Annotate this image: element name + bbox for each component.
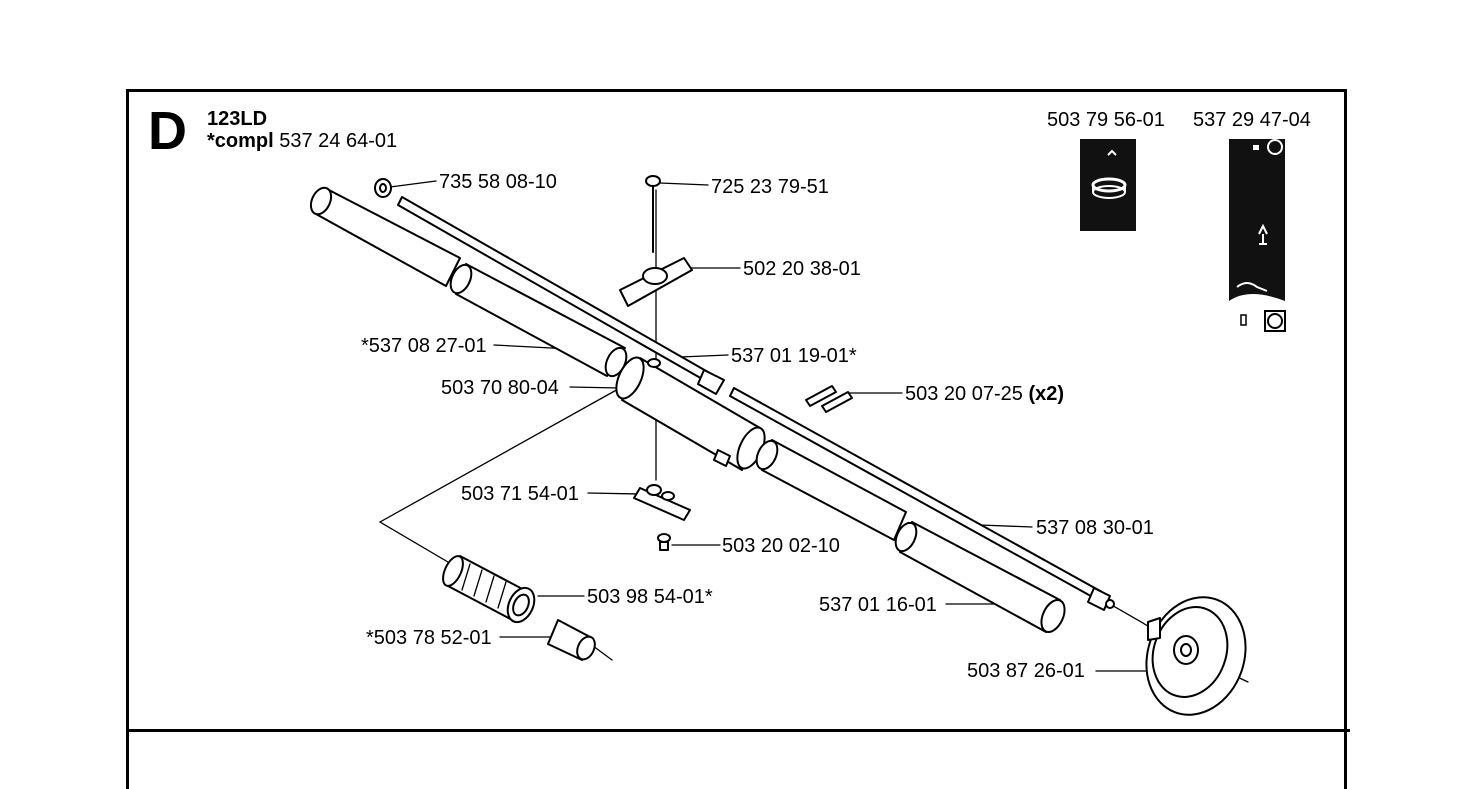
part-label-with-qty[interactable]: 503 20 07-25 (x2) — [905, 384, 1064, 404]
model-name: 123LD — [207, 108, 268, 130]
part-label[interactable]: 735 58 08-10 — [439, 171, 557, 193]
manual-booklet-icon — [1229, 139, 1286, 335]
part-label[interactable]: 503 20 02-10 — [722, 535, 840, 557]
part-label[interactable]: *503 78 52-01 — [366, 627, 492, 649]
part-label[interactable]: 537 01 19-01* — [731, 345, 857, 367]
part-label[interactable]: 503 70 80-04 — [441, 377, 559, 399]
diagram-frame — [126, 89, 1347, 789]
tool-part-number[interactable]: 503 79 56-01 — [1047, 109, 1165, 131]
part-label[interactable]: 503 87 26-01 — [967, 660, 1085, 682]
complete-assembly-number: *compl 537 24 64-01 — [207, 130, 397, 152]
quantity: (x2) — [1028, 383, 1065, 405]
wrench-tool-icon — [1080, 139, 1136, 231]
compl-number: 537 24 64-01 — [279, 130, 398, 152]
part-label[interactable]: 502 20 38-01 — [743, 258, 861, 280]
part-label[interactable]: 537 01 16-01 — [819, 594, 937, 616]
part-label[interactable]: 503 98 54-01* — [587, 586, 713, 608]
part-label[interactable]: 537 08 30-01 — [1036, 517, 1154, 539]
tool-part-number[interactable]: 537 29 47-04 — [1193, 109, 1311, 131]
part-label[interactable]: 725 23 79-51 — [711, 176, 829, 198]
exploded-view-drawing — [309, 175, 1249, 716]
part-label[interactable]: 503 71 54-01 — [461, 483, 579, 505]
footer-divider — [126, 729, 1350, 732]
section-letter: D — [148, 101, 187, 161]
part-label[interactable]: *537 08 27-01 — [361, 335, 487, 357]
part-number: 503 20 07-25 — [905, 383, 1023, 405]
compl-prefix: *compl — [207, 130, 274, 152]
